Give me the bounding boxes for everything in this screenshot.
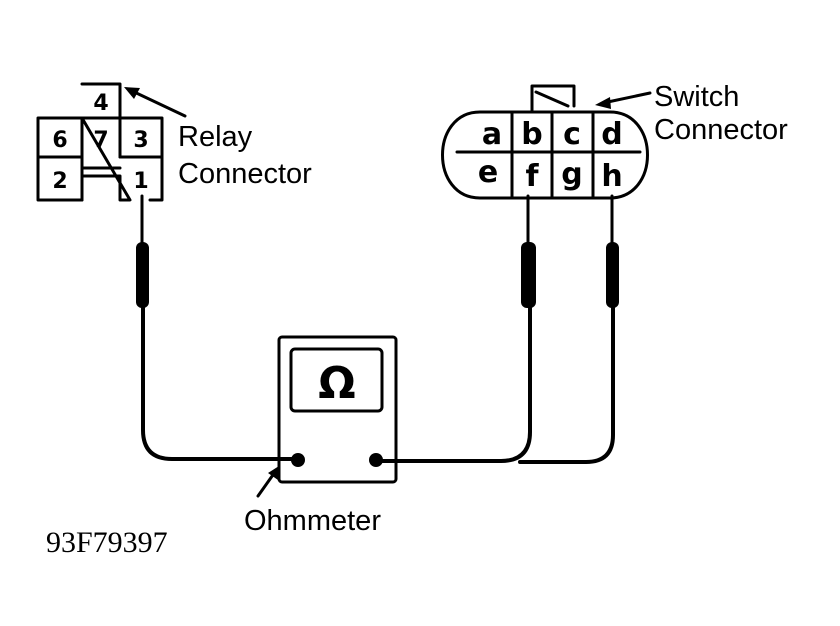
ohm-symbol-icon: Ω [318,358,355,409]
probe-handle [136,242,149,308]
figure-code: 93F79397 [46,526,168,559]
switch-pin-b: b [521,117,542,152]
switch-pin-f: f [525,159,539,194]
probe-lead-switch-pin-h [518,194,619,464]
relay-pin-1: 1 [133,169,148,194]
ohmmeter-label-arrow [256,466,279,498]
relay-connector: 4 6 7 3 2 1 [36,82,164,202]
switch-connector-body [441,110,649,200]
ohmmeter-display [289,347,384,413]
switch-pin-h: h [601,159,622,194]
probe-handle [606,242,619,308]
switch-connector: a b c d e f g h [441,84,649,200]
relay-pin-7: 7 [93,128,108,153]
meter-terminal-left [291,453,305,467]
probe-lead-relay-pin-1 [136,194,299,461]
switch-pin-d: d [601,117,622,152]
switch-connector-label-line1: Switch [654,81,739,113]
switch-connector-latch [530,84,576,112]
switch-pin-a: a [482,117,502,152]
switch-pin-g: g [561,157,582,192]
relay-pin-3: 3 [133,128,148,153]
ohmmeter: Ω [277,335,398,484]
switch-label-arrow [595,91,652,109]
relay-connector-label-line1: Relay [178,121,253,153]
relay-label-arrow [124,87,187,118]
ohmmeter-label: Ohmmeter [244,505,381,537]
probe-handle [521,242,536,308]
switch-connector-label-line2: Connector [654,114,788,146]
relay-pin-2: 2 [52,169,67,194]
relay-pin-4: 4 [93,91,108,116]
probe-lead-switch-pin-f [376,194,536,463]
switch-pin-c: c [563,117,581,152]
relay-connector-label-line2: Connector [178,158,312,190]
switch-pin-e: e [478,155,498,190]
relay-pin-6: 6 [52,128,67,153]
ohmmeter-body [277,335,398,484]
meter-terminal-right [369,453,383,467]
